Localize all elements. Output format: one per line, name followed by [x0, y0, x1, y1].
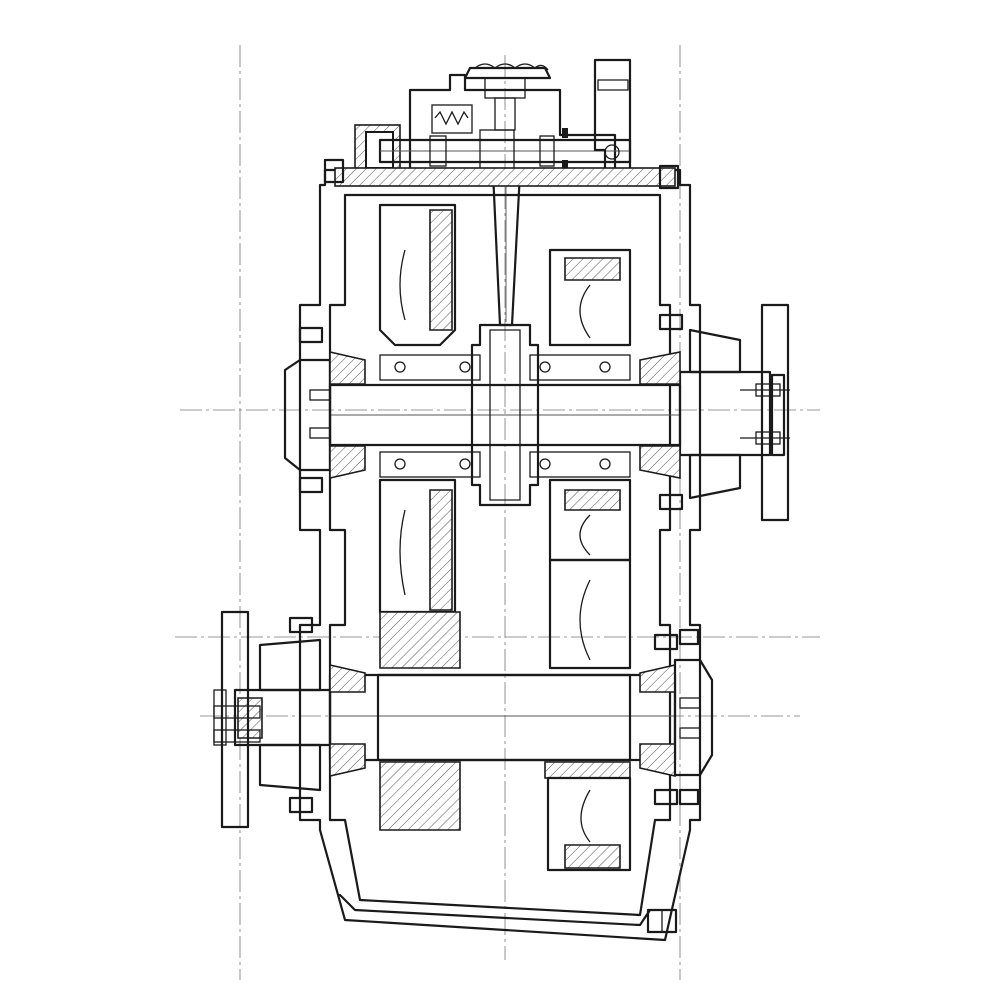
- lower-shaft-assembly: [213, 610, 714, 872]
- top-shift-mechanism: [354, 58, 632, 327]
- upper-gears: [378, 203, 632, 670]
- housing-bolts: [288, 158, 700, 814]
- upper-shaft-assembly: [283, 303, 790, 522]
- gearbox-housing: [298, 167, 702, 942]
